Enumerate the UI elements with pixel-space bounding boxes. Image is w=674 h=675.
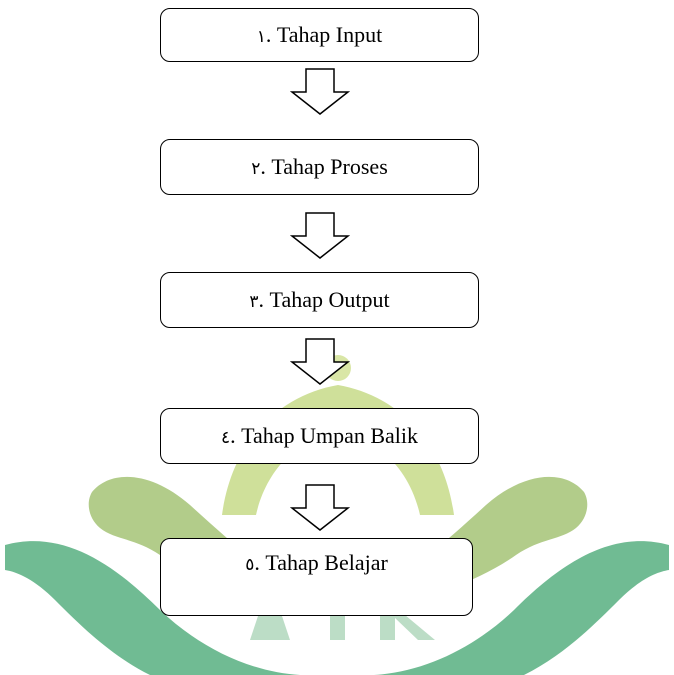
step-text: . Tahap Output — [258, 287, 390, 312]
step-label-input: ١. Tahap Input — [257, 24, 383, 46]
step-text: . Tahap Belajar — [254, 550, 388, 575]
step-number: ٥ — [245, 555, 255, 575]
watermark-right-swoosh-icon — [374, 541, 669, 675]
step-label-belajar: ٥. Tahap Belajar — [245, 552, 388, 574]
down-arrow-icon — [290, 484, 350, 531]
step-text: . Tahap Proses — [260, 154, 388, 179]
step-number: ١ — [256, 27, 266, 47]
step-label-proses: ٢. Tahap Proses — [251, 156, 388, 178]
step-label-output: ٣. Tahap Output — [249, 289, 389, 311]
step-number: ٢ — [251, 159, 261, 179]
step-box-input: ١. Tahap Input — [160, 8, 479, 62]
step-box-proses: ٢. Tahap Proses — [160, 139, 479, 195]
step-number: ٤ — [221, 428, 231, 448]
step-number: ٣ — [249, 292, 259, 312]
down-arrow-icon — [290, 212, 350, 259]
down-arrow-icon — [290, 338, 350, 385]
step-label-umpan-balik: ٤. Tahap Umpan Balik — [221, 425, 418, 447]
watermark-left-swoosh-icon — [5, 541, 300, 675]
step-box-output: ٣. Tahap Output — [160, 272, 479, 328]
step-box-umpan-balik: ٤. Tahap Umpan Balik — [160, 408, 479, 464]
down-arrow-icon — [290, 68, 350, 115]
step-text: . Tahap Umpan Balik — [230, 423, 418, 448]
step-text: . Tahap Input — [265, 22, 383, 47]
step-box-belajar: ٥. Tahap Belajar — [160, 538, 473, 616]
